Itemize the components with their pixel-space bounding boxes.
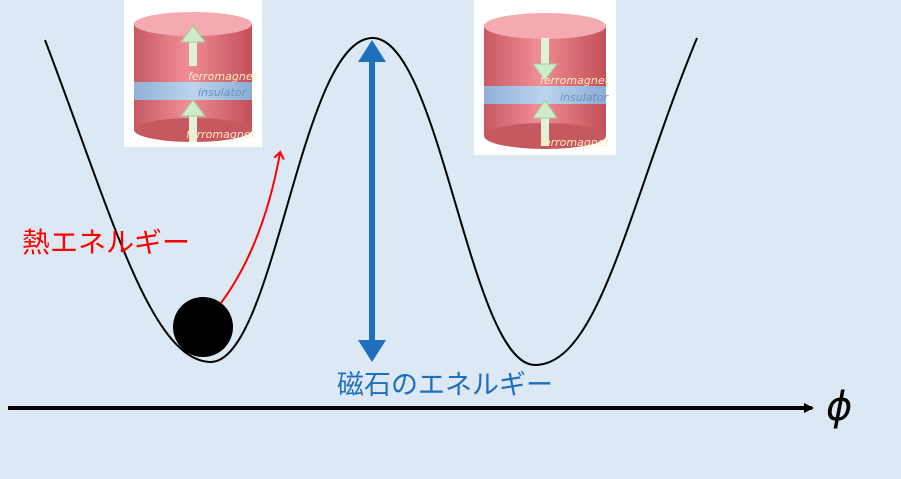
double-well-curve (44, 36, 698, 367)
barrier-height-arrow (358, 40, 386, 362)
thermal-energy-label: 熱エネルギー (22, 226, 190, 259)
svg-text:ferromagnet: ferromagnet (540, 74, 610, 87)
svg-text:ferromagnet: ferromagnet (540, 136, 610, 149)
svg-text:ferromagnet: ferromagnet (186, 128, 256, 141)
state-ball (173, 297, 233, 357)
spin-up-arrow-icon (180, 25, 206, 66)
svg-text:insulator: insulator (560, 91, 610, 104)
mtj-parallel: ferromagnet insulator ferromagnet (124, 0, 262, 147)
spin-up-arrow-icon (180, 99, 206, 142)
thermal-energy-arrow (212, 153, 280, 314)
spin-up-arrow-icon (532, 99, 558, 146)
mtj-antiparallel-insulator (484, 86, 606, 104)
magnet-energy-label: 磁石のエネルギー (337, 370, 553, 401)
mtj-parallel-insulator (134, 82, 252, 100)
spin-down-arrow-icon (532, 38, 558, 81)
svg-text:insulator: insulator (198, 86, 248, 99)
svg-text:ferromagnet: ferromagnet (188, 70, 258, 83)
phi-axis-label: ϕ (826, 384, 852, 430)
mtj-antiparallel: ferromagnet insulator ferromagnet (474, 0, 616, 155)
